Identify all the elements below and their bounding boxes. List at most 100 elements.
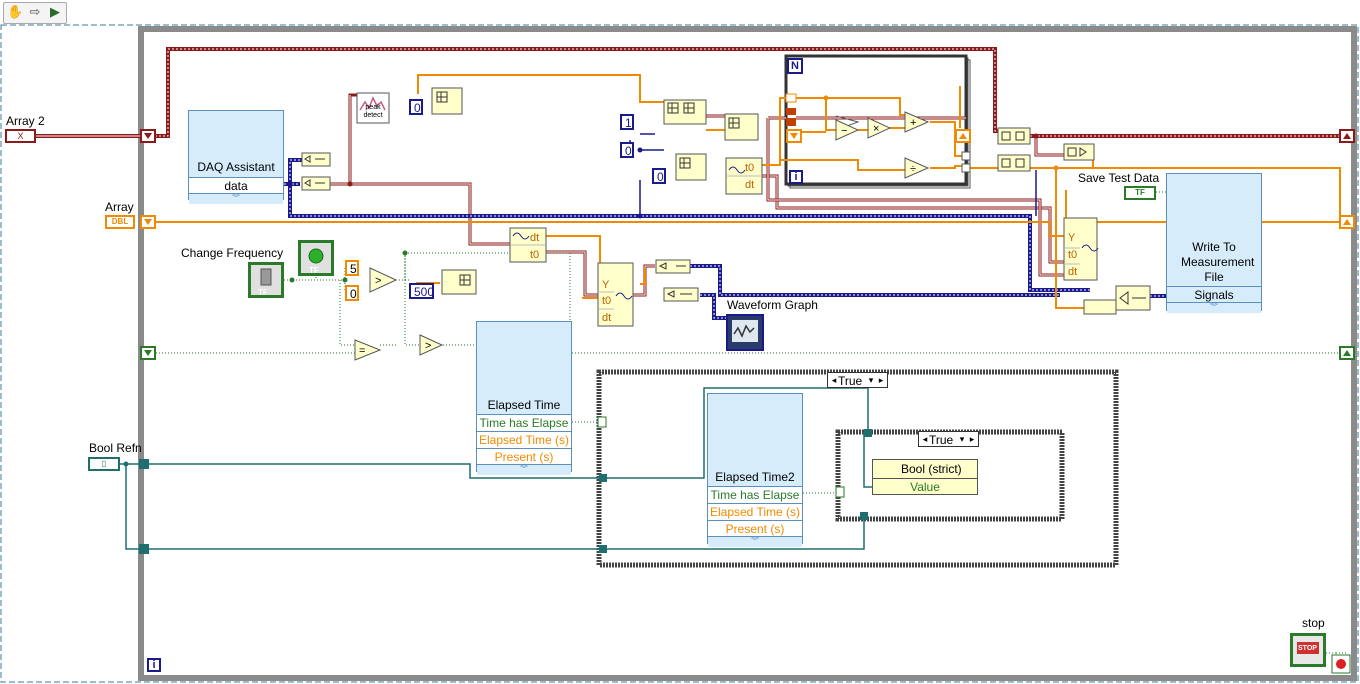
- array-label: Array: [105, 200, 134, 214]
- wire-junctions: [123, 95, 1059, 467]
- daq-expand-chevron[interactable]: ︾: [189, 193, 283, 204]
- constant-zero-4[interactable]: 0: [345, 285, 359, 301]
- case-structure-outer[interactable]: [596, 369, 1119, 568]
- array2-terminal[interactable]: X: [5, 129, 36, 143]
- elapsed-time-expand-chevron[interactable]: ︾: [477, 464, 571, 475]
- svg-text:t0: t0: [745, 162, 754, 174]
- build-array-node-2: [997, 127, 1031, 145]
- constant-five[interactable]: 5: [345, 260, 359, 276]
- constant-zero-3[interactable]: 0: [652, 168, 666, 184]
- case-outer-value: True: [838, 374, 863, 388]
- svg-text:−: −: [841, 125, 847, 137]
- svg-text:>: >: [375, 275, 381, 287]
- elapsed-time-out-3[interactable]: Present (s): [477, 448, 571, 465]
- bool-refn-terminal[interactable]: ▯: [88, 457, 120, 471]
- arrow-right-icon[interactable]: ⇨: [29, 4, 41, 19]
- for-loop-frame[interactable]: [784, 54, 968, 186]
- write-file-expand-chevron[interactable]: ︾: [1167, 302, 1261, 313]
- diagram-dashed-border: [0, 24, 1359, 683]
- hand-icon[interactable]: ✋: [7, 4, 24, 19]
- convert-node: [1083, 299, 1117, 315]
- loop-condition-icon[interactable]: [1331, 654, 1351, 674]
- stop-button-terminal[interactable]: [1290, 633, 1326, 667]
- daq-assistant-title: DAQ Assistant: [197, 160, 275, 174]
- elapsed-time2-out-3[interactable]: Present (s): [708, 520, 802, 537]
- save-type-badge: TF: [1135, 188, 1145, 197]
- dynamic-data-wire: [284, 133, 1166, 320]
- case-inner-next-icon[interactable]: ▸: [969, 434, 975, 444]
- constant-one[interactable]: 1: [620, 114, 634, 130]
- case-inner-prev-icon[interactable]: ◂: [922, 434, 928, 444]
- for-loop-count-terminal[interactable]: N: [787, 58, 803, 74]
- svg-text:>: >: [425, 340, 431, 352]
- run-arrow-icon[interactable]: ▶: [50, 4, 60, 19]
- build-waveform-2: [597, 262, 634, 327]
- elapsed-time2-node[interactable]: Elapsed Time2 Time has Elapse Elapsed Ti…: [707, 393, 803, 547]
- svg-text:Y: Y: [1068, 232, 1076, 244]
- property-node[interactable]: Bool (strict) Value: [872, 459, 978, 495]
- svg-text:t0: t0: [602, 295, 611, 307]
- elapsed-time-out-1[interactable]: Time has Elapse: [477, 414, 571, 431]
- svg-text:dt: dt: [1068, 266, 1077, 278]
- elapsed-time2-expand-chevron[interactable]: ︾: [708, 536, 802, 547]
- for-loop-shift-registers: [785, 93, 971, 173]
- array-terminal[interactable]: DBL: [105, 215, 135, 229]
- reference-wire: [120, 387, 872, 550]
- subtract-node: [835, 119, 860, 141]
- case-tunnels: [597, 416, 872, 553]
- save-test-data-terminal[interactable]: TF: [1124, 186, 1156, 200]
- property-node-value[interactable]: Value: [910, 480, 940, 494]
- daq-data-output[interactable]: data: [189, 177, 283, 194]
- elapsed-time-node[interactable]: Elapsed Time Time has Elapse Elapsed Tim…: [476, 321, 572, 475]
- constant-500[interactable]: 500: [409, 283, 434, 299]
- add-node: [904, 111, 930, 133]
- peak-detect-label: peak detect: [363, 104, 383, 119]
- multiply-node: [867, 117, 892, 139]
- write-file-title: Write To Measurement File: [1181, 240, 1255, 284]
- elapsed-time-out-2[interactable]: Elapsed Time (s): [477, 431, 571, 448]
- equal-node: [354, 339, 382, 361]
- case-selector-outer[interactable]: ◂ True ▾ ▸: [827, 372, 888, 388]
- divide-node: [904, 157, 930, 179]
- svg-text:=: =: [359, 345, 365, 357]
- boolean-wire: [156, 191, 1346, 666]
- while-loop-tunnels: [139, 129, 1355, 554]
- property-node-divider: [873, 478, 977, 479]
- waveform-graph-terminal[interactable]: [726, 314, 764, 351]
- case-outer-prev-icon[interactable]: ◂: [831, 375, 837, 385]
- change-freq-type-badge: TF: [258, 288, 268, 297]
- svg-text:t0: t0: [530, 249, 539, 261]
- write-file-signals-input[interactable]: Signals: [1167, 286, 1261, 303]
- case-inner-dropdown-icon[interactable]: ▾: [959, 434, 965, 444]
- array2-label: Array 2: [6, 114, 45, 128]
- case-outer-next-icon[interactable]: ▸: [878, 375, 884, 385]
- build-array-node-1: [663, 99, 707, 125]
- write-measurement-file-node[interactable]: Write To Measurement File Signals ︾: [1166, 173, 1262, 313]
- svg-text:dt: dt: [530, 232, 539, 244]
- waveform-graph-label: Waveform Graph: [727, 298, 818, 312]
- change-frequency-terminal[interactable]: [248, 262, 284, 298]
- elapsed-time2-out-2[interactable]: Elapsed Time (s): [708, 503, 802, 520]
- greater-node: [419, 334, 444, 356]
- math-nodes: [354, 111, 930, 361]
- save-test-data-label: Save Test Data: [1078, 171, 1160, 185]
- case-inner-value: True: [929, 433, 954, 447]
- constant-zero-1[interactable]: 0: [409, 99, 423, 115]
- case-selector-inner[interactable]: ◂ True ▾ ▸: [918, 431, 979, 447]
- elapsed-time2-title: Elapsed Time2: [715, 470, 795, 484]
- build-array-node-3: [997, 154, 1031, 172]
- constant-zero-2[interactable]: 0: [620, 142, 634, 158]
- for-loop-index-terminal: i: [789, 170, 803, 184]
- peak-detect-node: [356, 92, 390, 124]
- daq-assistant-node[interactable]: DAQ Assistant data ︾: [188, 110, 284, 204]
- bool-refn-label: Bool Refn: [89, 441, 142, 455]
- array2-type-badge: X: [17, 131, 24, 141]
- boolean-led-indicator[interactable]: [298, 240, 334, 276]
- svg-text:t0: t0: [1068, 249, 1077, 261]
- elapsed-time2-out-1[interactable]: Time has Elapse: [708, 486, 802, 503]
- case-outer-dropdown-icon[interactable]: ▾: [868, 375, 874, 385]
- elapsed-time-title: Elapsed Time: [487, 398, 561, 412]
- led-type-badge: TF: [309, 266, 319, 275]
- property-node-class: Bool (strict): [901, 462, 962, 476]
